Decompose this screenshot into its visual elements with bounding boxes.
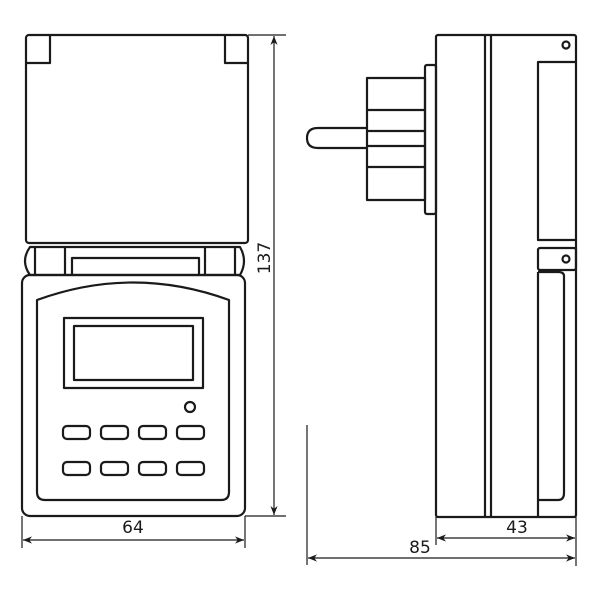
seam-lines bbox=[483, 35, 493, 517]
plug-flange bbox=[423, 63, 438, 216]
timer-button bbox=[61, 460, 92, 477]
timer-button bbox=[175, 460, 206, 477]
timer-button bbox=[61, 424, 92, 441]
button-row-1 bbox=[61, 424, 206, 441]
lid-side bbox=[536, 60, 576, 242]
dimension-height: 137 bbox=[245, 34, 286, 517]
screw-icon bbox=[561, 40, 571, 50]
lcd-screen bbox=[72, 324, 195, 382]
hinge bbox=[23, 245, 246, 277]
plug-ribs bbox=[367, 108, 425, 169]
side-body bbox=[434, 33, 578, 519]
panel-side bbox=[536, 270, 566, 517]
body-depth-label: 43 bbox=[506, 518, 528, 538]
screw-icon bbox=[561, 254, 571, 264]
side-view bbox=[305, 33, 578, 519]
timer-button bbox=[137, 424, 168, 441]
dimension-total-depth: 85 bbox=[308, 538, 575, 562]
dimension-front-width: 64 bbox=[21, 516, 246, 548]
front-view bbox=[20, 33, 250, 518]
control-panel bbox=[35, 281, 231, 502]
dimension-body-depth: 43 bbox=[306, 425, 577, 566]
timer-button bbox=[137, 460, 168, 477]
lid-corner-tabs bbox=[26, 35, 248, 65]
timer-body bbox=[20, 273, 247, 518]
total-depth-label: 85 bbox=[409, 538, 431, 558]
timer-button bbox=[99, 460, 130, 477]
lcd-frame bbox=[62, 316, 205, 390]
plug-body bbox=[365, 76, 427, 202]
height-label: 137 bbox=[255, 242, 275, 274]
timer-button bbox=[99, 424, 130, 441]
button-row-2 bbox=[61, 460, 206, 477]
indicator-led bbox=[183, 400, 197, 414]
plug-pin bbox=[305, 126, 367, 150]
front-width-label: 64 bbox=[122, 518, 144, 538]
timer-button bbox=[175, 424, 206, 441]
hinge-side bbox=[536, 246, 578, 272]
socket-lid bbox=[24, 33, 250, 245]
